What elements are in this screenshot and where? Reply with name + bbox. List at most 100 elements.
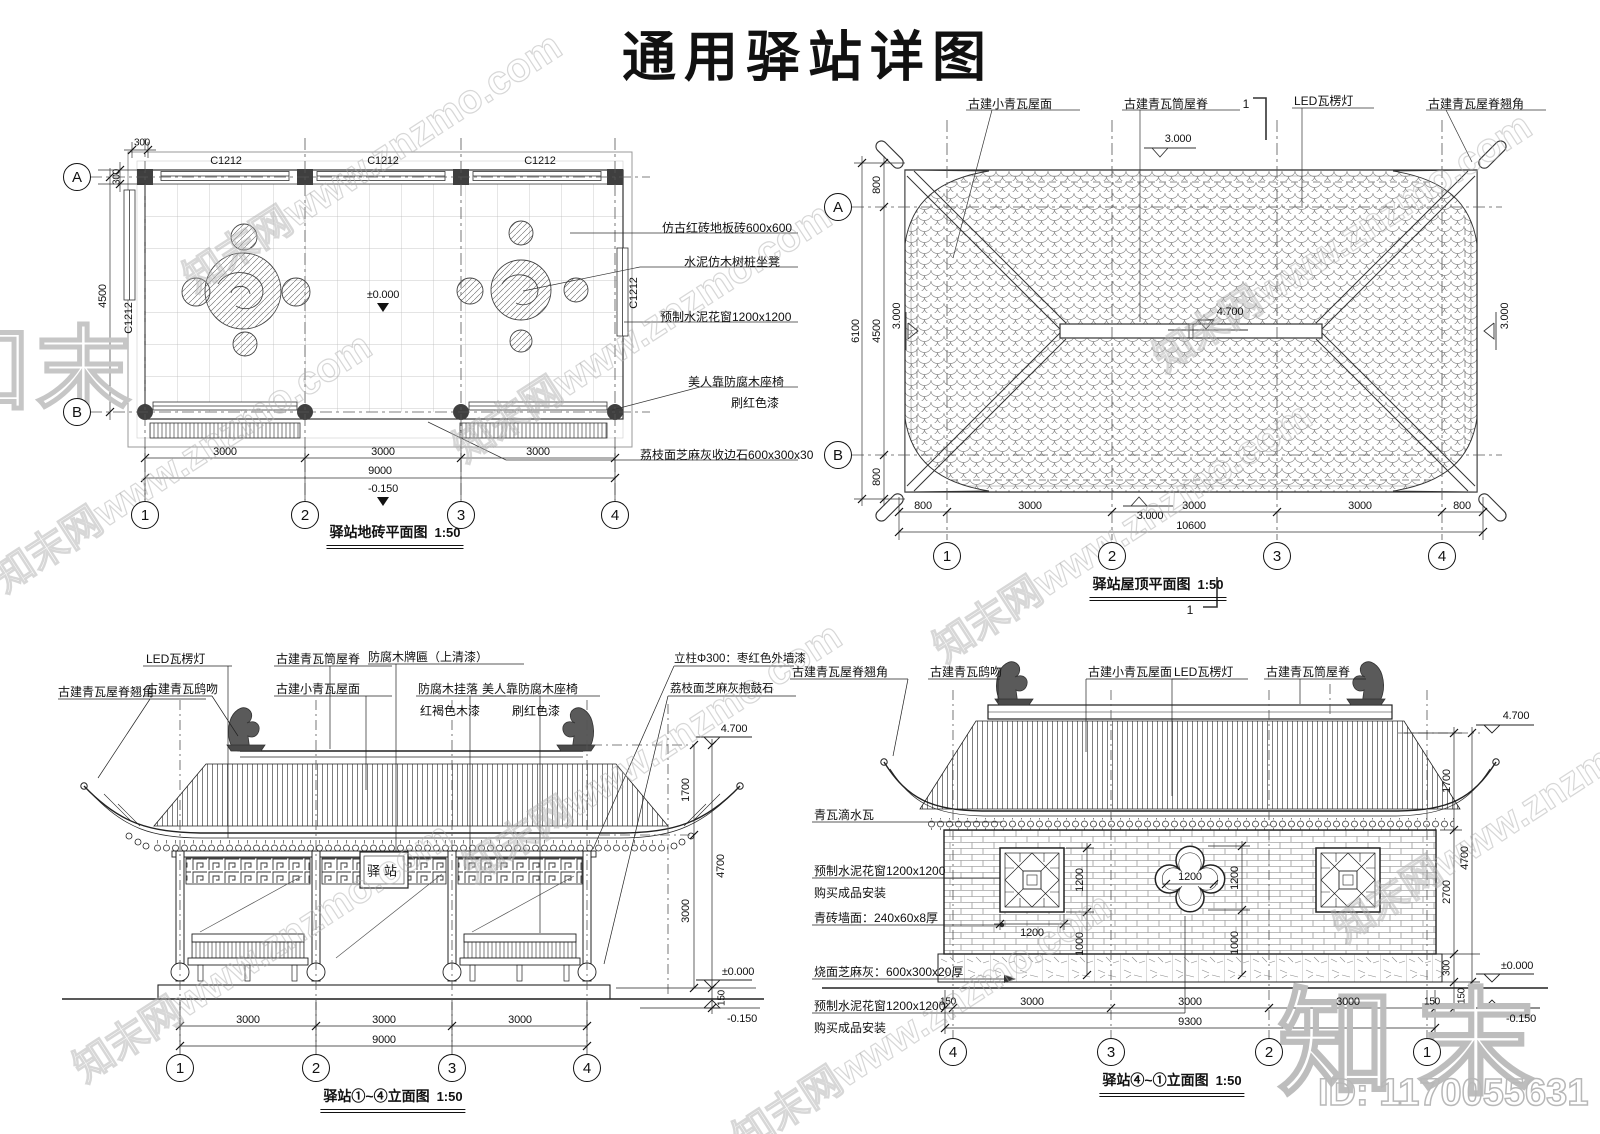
dim-label: 4700 xyxy=(1459,846,1471,870)
note-label: 水泥仿木树桩坐凳 xyxy=(684,255,781,269)
level-label: ±0.000 xyxy=(366,289,400,301)
grid-bubble-3: 3 xyxy=(1263,542,1291,570)
note-label: 烧面芝麻灰：600x300x20厚 xyxy=(814,965,964,979)
caption-scale: 1:50 xyxy=(1197,577,1224,592)
dim-label: 9000 xyxy=(368,465,392,477)
note-label: LED瓦楞灯 xyxy=(1294,94,1354,108)
roof-level-marks xyxy=(905,147,1497,507)
caption-scale: 1:50 xyxy=(436,1089,463,1104)
grid-bubble-4: 4 xyxy=(601,501,629,529)
note-label: 仿古红砖地板砖600x600 xyxy=(662,221,793,235)
dim-label: 3000 xyxy=(1018,500,1042,512)
note-label: 荔枝面芝麻灰收边石600x300x30 xyxy=(640,448,814,462)
section-mark-label: 1 xyxy=(1242,97,1250,111)
note-label: 青砖墙面：240x60x8厚 xyxy=(814,911,939,925)
dim-label: 4500 xyxy=(97,284,109,308)
caption-text: 驿站地砖平面图 xyxy=(329,524,428,540)
level-label: 3.000 xyxy=(891,302,903,330)
grid-bubble-2: 2 xyxy=(291,501,319,529)
roof-plan-linework xyxy=(852,97,1546,608)
grid-bubble-3: 3 xyxy=(1097,1038,1125,1066)
dim-label: 1700 xyxy=(680,778,692,802)
note-label: 古建青瓦屋脊翘角 xyxy=(792,665,889,679)
note-label: 刷红色漆 xyxy=(512,704,561,718)
level-label: -0.150 xyxy=(1506,1013,1536,1025)
note-label: 红褐色木漆 xyxy=(420,704,481,718)
level-label: ±0.000 xyxy=(721,966,755,978)
level-label: 3.000 xyxy=(1164,133,1192,145)
dim-label: 1200 xyxy=(1074,868,1086,892)
window-tag: C1212 xyxy=(628,277,640,309)
grid-bubble-4: 4 xyxy=(573,1054,601,1082)
sheet-title: 通用驿站详图 xyxy=(622,27,994,88)
window-tag: C1212 xyxy=(123,302,135,334)
note-label: 古建青瓦鸱吻 xyxy=(930,665,1003,679)
note-label: 古建青瓦筒屋脊 xyxy=(276,652,361,666)
grid-bubble-b: B xyxy=(824,441,852,469)
note-label: 古建青瓦鸱吻 xyxy=(146,682,219,696)
level-label: 4.700 xyxy=(1502,710,1530,722)
dim-label: 3000 xyxy=(1348,500,1372,512)
dim-label: 4700 xyxy=(715,854,727,878)
plan-benches xyxy=(149,401,608,439)
dim-label: 3000 xyxy=(236,1014,260,1026)
dim-label: 3000 xyxy=(1182,500,1206,512)
grid-bubble-b: B xyxy=(63,398,91,426)
dim-label: 1000 xyxy=(1229,931,1241,955)
note-label: 古建青瓦屋脊翘角 xyxy=(58,685,155,699)
note-label: 古建小青瓦屋面 xyxy=(968,97,1053,111)
dim-label: 800 xyxy=(871,176,883,194)
note-label: 古建小青瓦屋面 xyxy=(1088,665,1173,679)
rear-level-marks xyxy=(1476,724,1540,1009)
level-label: 3.000 xyxy=(1499,302,1511,330)
section-mark-label: 1 xyxy=(1186,603,1194,617)
grid-bubble-1: 1 xyxy=(166,1054,194,1082)
note-label: 古建小青瓦屋面 xyxy=(276,682,361,696)
floor-plan-linework xyxy=(90,138,798,506)
caption-scale: 1:50 xyxy=(1215,1073,1242,1088)
grid-bubble-1: 1 xyxy=(131,501,159,529)
grid-bubble-1: 1 xyxy=(1413,1038,1441,1066)
caption-scale: 1:50 xyxy=(434,525,461,540)
dim-label: 800 xyxy=(1453,500,1471,512)
caption-text: 驿站①~④立面图 xyxy=(323,1088,430,1104)
level-label: 3.000 xyxy=(1136,510,1164,522)
dim-label: 3000 xyxy=(371,446,395,458)
window-tag: C1212 xyxy=(367,155,399,167)
dim-label: 300 xyxy=(111,168,123,186)
level-label: -0.150 xyxy=(727,1013,757,1025)
dim-label: 800 xyxy=(871,468,883,486)
note-label: 预制水泥花窗1200x1200 xyxy=(660,310,792,324)
grid-bubble-a: A xyxy=(824,193,852,221)
dim-label: 3000 xyxy=(1336,996,1360,1008)
window-tag: C1212 xyxy=(210,155,242,167)
grid-bubble-1: 1 xyxy=(933,542,961,570)
caption-floor-plan: 驿站地砖平面图 1:50 xyxy=(326,522,464,549)
plaque-text: 驿站 xyxy=(366,863,402,879)
dim-label: 1200 xyxy=(1020,927,1044,939)
dim-label: 6100 xyxy=(850,319,862,343)
plaque-frame xyxy=(359,851,409,889)
grid-bubble-2: 2 xyxy=(1255,1038,1283,1066)
level-label: 4.700 xyxy=(1216,306,1244,318)
stone-base xyxy=(937,953,1443,983)
dim-label: 300 xyxy=(1441,959,1453,977)
note-label: 古建青瓦筒屋脊 xyxy=(1124,97,1209,111)
note-label: 预制水泥花窗1200x1200 xyxy=(814,999,946,1013)
dim-label: 10600 xyxy=(1176,520,1206,532)
grid-bubble-2: 2 xyxy=(1098,542,1126,570)
section-cut-marks xyxy=(1203,97,1267,608)
grid-bubble-4: 4 xyxy=(939,1038,967,1066)
dim-label: 3000 xyxy=(213,446,237,458)
grid-bubble-2: 2 xyxy=(302,1054,330,1082)
caption-front-elevation: 驿站①~④立面图 1:50 xyxy=(320,1086,466,1113)
dim-label: 4500 xyxy=(871,319,883,343)
grid-bubble-3: 3 xyxy=(438,1054,466,1082)
lattice-window-left xyxy=(999,847,1065,913)
level-label: ±0.000 xyxy=(1500,960,1534,972)
dim-label: 150 xyxy=(939,996,957,1008)
note-label: 刷红色漆 xyxy=(731,396,780,410)
